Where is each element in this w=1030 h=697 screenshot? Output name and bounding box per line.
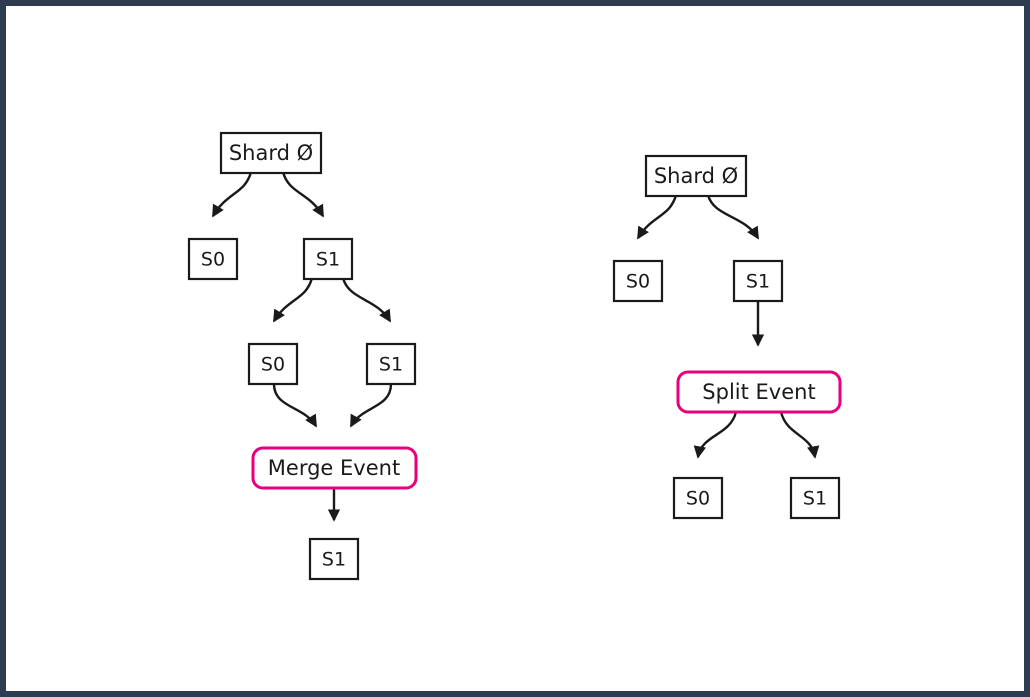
node-label: S0: [261, 354, 285, 376]
node-merge-event[interactable]: Merge Event: [251, 446, 418, 490]
node-label: S1: [379, 354, 403, 376]
edge-root-to-s0: [636, 194, 678, 240]
event-label: Merge Event: [268, 456, 400, 480]
edge-root-to-s0: [211, 171, 253, 218]
event-label: Split Event: [702, 380, 815, 404]
node-s0-right-result[interactable]: S0: [672, 476, 724, 520]
node-box: [219, 131, 323, 175]
node-box: [187, 237, 239, 281]
edge-s1-to-s1: [341, 277, 392, 323]
node-box: [247, 342, 299, 386]
edge-s0-to-merge: [272, 383, 318, 428]
node-box: [302, 237, 354, 281]
node-s1-right-l1[interactable]: S1: [732, 259, 784, 303]
diagram-surface: Shard Ø S0 S1 S0 S1: [187, 131, 842, 581]
edge-split-to-s0: [693, 411, 738, 459]
edge-split-to-s1: [779, 411, 820, 459]
node-s0-left-l2[interactable]: S0: [247, 342, 299, 386]
node-label: S0: [626, 271, 650, 293]
edge-s1-to-s0: [272, 277, 314, 323]
merge-event-tree: Shard Ø S0 S1 S0 S1: [187, 131, 418, 581]
node-box: [308, 537, 360, 581]
node-s1-right-result[interactable]: S1: [789, 476, 841, 520]
node-label: S0: [201, 249, 225, 271]
edge-root-to-s1: [706, 194, 760, 240]
node-label: Shard Ø: [229, 141, 313, 165]
node-label: S1: [746, 271, 770, 293]
node-shard-root-left[interactable]: Shard Ø: [219, 131, 323, 175]
node-s1-left-result[interactable]: S1: [308, 537, 360, 581]
event-box: [676, 370, 842, 414]
node-box: [644, 154, 748, 198]
node-box: [732, 259, 784, 303]
node-label: S1: [803, 488, 827, 510]
node-s0-right-l1[interactable]: S0: [612, 259, 664, 303]
node-s0-left-l1[interactable]: S0: [187, 237, 239, 281]
node-box: [365, 342, 417, 386]
node-label: Shard Ø: [654, 164, 738, 188]
node-box: [789, 476, 841, 520]
event-box: [251, 446, 418, 490]
node-split-event[interactable]: Split Event: [676, 370, 842, 414]
node-label: S1: [322, 549, 346, 571]
node-box: [672, 476, 724, 520]
node-s1-left-l2[interactable]: S1: [365, 342, 417, 386]
edge-s1-to-merge: [349, 383, 393, 428]
edge-root-to-s1: [281, 171, 325, 218]
node-shard-root-right[interactable]: Shard Ø: [644, 154, 748, 198]
diagram-canvas: Shard Ø S0 S1 S0 S1: [6, 6, 1024, 691]
node-s1-left-l1[interactable]: S1: [302, 237, 354, 281]
node-label: S0: [686, 488, 710, 510]
split-event-tree: Shard Ø S0 S1 Split Event: [612, 154, 842, 520]
node-label: S1: [316, 249, 340, 271]
node-box: [612, 259, 664, 303]
